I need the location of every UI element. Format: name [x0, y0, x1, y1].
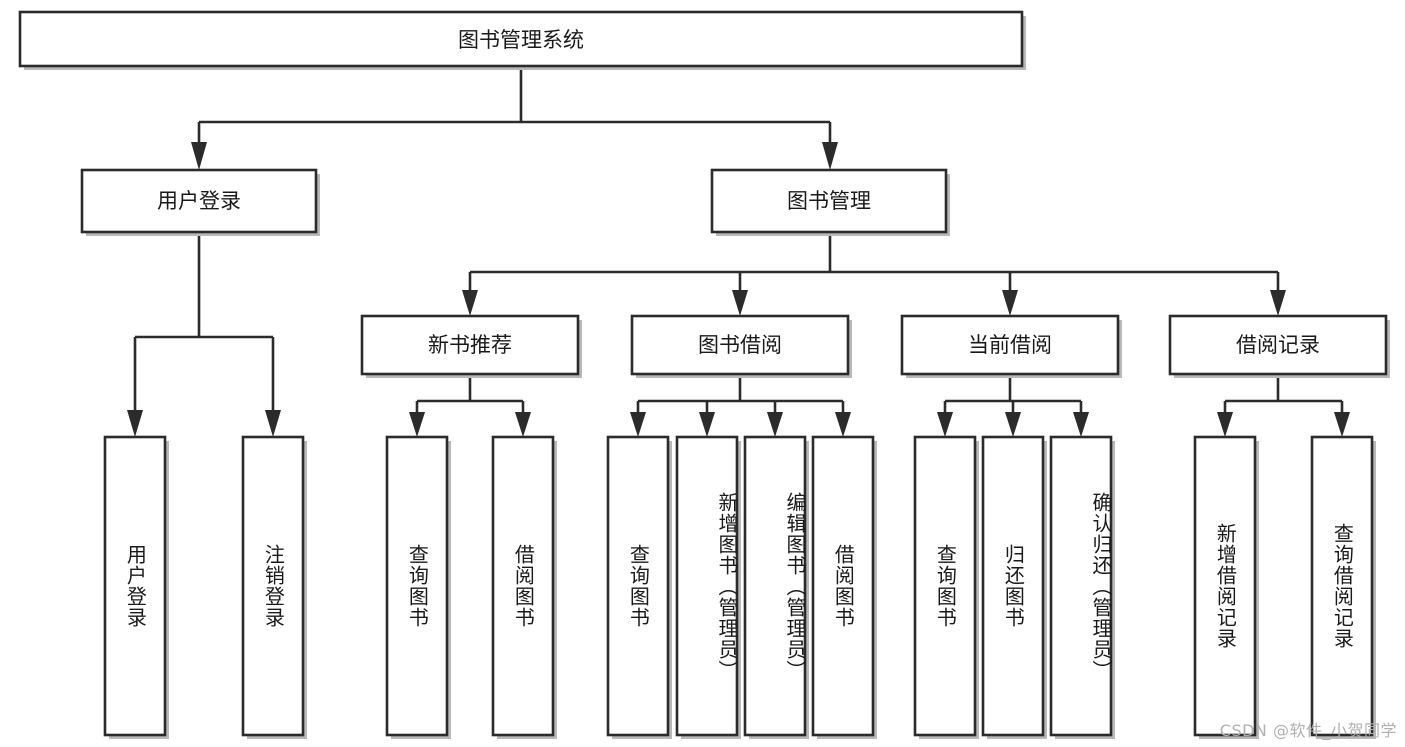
arrow-leaf-add-book [699, 412, 715, 437]
arrow-leaf-borrow-book-1 [515, 412, 531, 437]
root-node-label: 图书管理系统 [458, 28, 584, 52]
node-leaf-user-login[interactable] [103, 435, 167, 737]
arrow-leaf-query-book-2 [630, 412, 646, 437]
arrow-leaf-logout-login [265, 410, 281, 437]
book-borrow-label: 图书借阅 [698, 333, 782, 357]
book-management-label: 图书管理 [787, 189, 871, 213]
arrow-leaf-add-record [1217, 412, 1233, 437]
node-leaf-add-book[interactable] [675, 435, 739, 737]
node-leaf-return-book[interactable] [981, 435, 1045, 737]
arrow-leaf-query-book-1 [409, 412, 425, 437]
node-leaf-confirm-return[interactable] [1049, 435, 1113, 737]
node-leaf-edit-book[interactable] [743, 435, 807, 737]
node-borrow-record[interactable] [1168, 314, 1388, 376]
connector-layer [127, 66, 1350, 437]
current-borrow-label: 当前借阅 [968, 333, 1052, 357]
node-leaf-borrow-book-1[interactable] [491, 435, 555, 737]
node-leaf-query-record[interactable] [1310, 435, 1374, 737]
node-layer: 图书管理系统 用户登录 图书管理 新书推荐 图书借阅 当前借阅 借阅记录 [18, 10, 1390, 739]
node-book-management[interactable] [710, 168, 948, 234]
arrow-current-borrow [1002, 290, 1018, 316]
node-leaf-query-book-1[interactable] [385, 435, 449, 737]
node-new-book-recommend[interactable] [360, 314, 580, 376]
node-leaf-borrow-book-2[interactable] [811, 435, 875, 737]
node-leaf-query-book-2[interactable] [606, 435, 670, 737]
new-book-recommend-label: 新书推荐 [428, 333, 512, 357]
arrow-leaf-return-book [1005, 412, 1021, 437]
arrow-leaf-confirm-return [1073, 412, 1089, 437]
node-user-login[interactable] [80, 168, 318, 234]
root-node-box[interactable] [18, 10, 1024, 68]
node-leaf-add-record[interactable] [1193, 435, 1257, 737]
arrow-leaf-edit-book [767, 412, 783, 437]
node-current-borrow[interactable] [900, 314, 1120, 376]
arrow-book-management [822, 142, 838, 170]
arrow-user-login [191, 142, 207, 170]
node-leaf-logout-login[interactable] [241, 435, 305, 737]
arrow-leaf-borrow-book-2 [835, 412, 851, 437]
arrow-borrow-record [1270, 290, 1286, 316]
user-login-label: 用户登录 [157, 189, 241, 213]
arrow-leaf-query-book-3 [937, 412, 953, 437]
node-leaf-query-book-3[interactable] [913, 435, 977, 737]
borrow-record-label: 借阅记录 [1236, 333, 1320, 357]
arrow-leaf-user-login [127, 410, 143, 437]
arrow-new-book-recommend [462, 290, 478, 316]
arrow-leaf-query-record [1334, 412, 1350, 437]
arrow-book-borrow [732, 290, 748, 316]
node-book-borrow[interactable] [630, 314, 850, 376]
